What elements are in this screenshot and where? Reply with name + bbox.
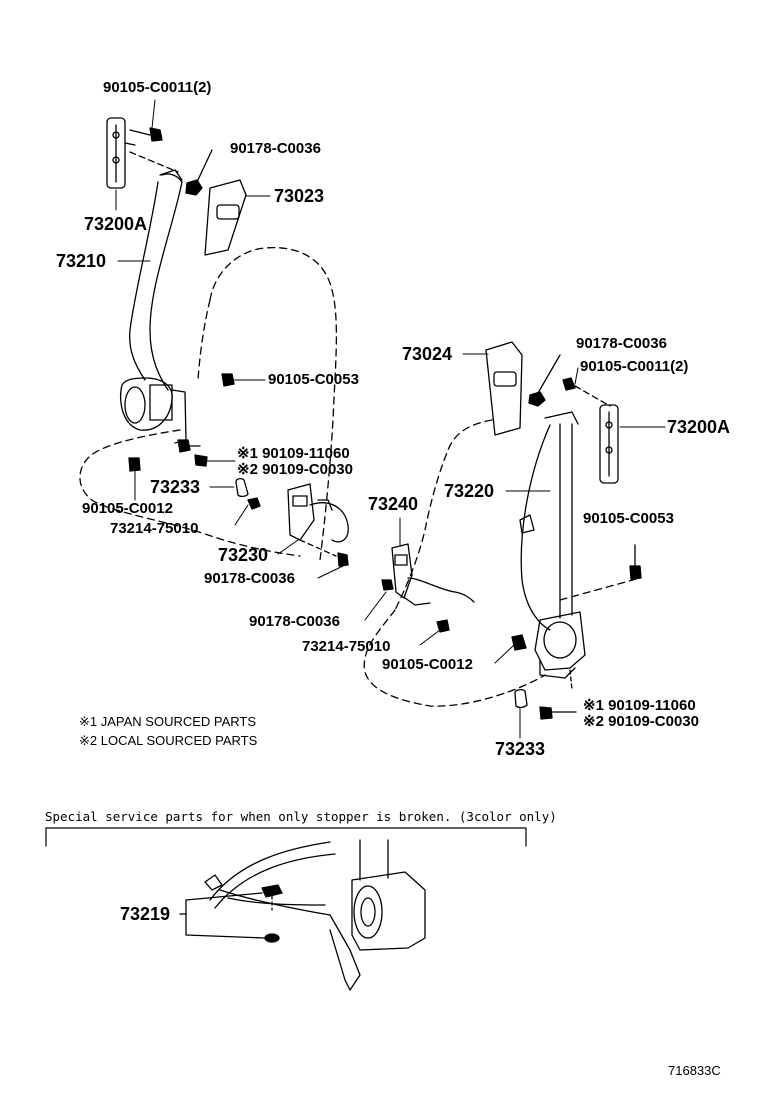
left-seat-outline [79,246,338,561]
part-label-90105-c0012-right: 90105-C0012 [382,656,473,673]
diagram-code: 716833C [668,1063,721,1078]
part-label-local-90109-c0030-right: ※2 90109-C0030 [583,713,699,730]
right-shoulder-anchor-adjuster [599,404,619,484]
stopper-illustration [179,839,426,991]
part-label-73233-right: 73233 [495,739,546,759]
left-belt-webbing [129,169,183,391]
part-label-japan-90109-11060-right: ※1 90109-11060 [583,697,696,714]
right-nut-90178 [528,354,611,407]
right-bolt-73233 [514,689,577,720]
part-label-73240: 73240 [368,494,419,514]
left-pillar-trim-73023 [204,179,247,256]
part-label-90105-c0012-left: 90105-C0012 [82,500,173,517]
left-nut-90178 [185,149,213,196]
left-shoulder-anchor-adjuster [106,117,126,189]
part-label-90105-c0011-right: 90105-C0011(2) [580,358,689,375]
right-seat-outline [363,419,641,707]
part-label-90105-c0053-right: 90105-C0053 [583,510,674,527]
right-pillar-trim-73024 [485,341,523,436]
part-label-73023: 73023 [274,186,325,206]
left-retractor [119,377,187,444]
part-label-73200a-right: 73200A [667,417,731,437]
part-label-japan-90109-11060-left: ※1 90109-11060 [237,445,350,462]
left-bolt-group [124,127,179,173]
right-belt-webbing [519,411,579,631]
service-note: Special service parts for when only stop… [45,809,557,824]
left-buckle-73230 [247,483,349,567]
part-label-90178-c0036-right: 90178-C0036 [576,335,667,352]
left-bolt-73233 [128,373,249,498]
note-local-sourced: ※2 LOCAL SOURCED PARTS [79,733,258,748]
part-label-73214-75010-left: 73214-75010 [110,520,199,537]
right-retractor [511,544,642,691]
part-label-90105-c0053-left: 90105-C0053 [268,371,359,388]
part-label-73200a-left: 73200A [84,214,148,234]
right-buckle-73240 [381,543,475,633]
part-label-73220: 73220 [444,481,495,501]
part-label-73219: 73219 [120,904,171,924]
note-japan-sourced: ※1 JAPAN SOURCED PARTS [79,714,257,729]
part-label-73214-75010-center: 73214-75010 [302,638,391,655]
part-label-73024: 73024 [402,344,453,364]
service-bracket [45,827,527,847]
part-label-90105-c0011-top: 90105-C0011(2) [103,79,212,96]
part-label-90178-c0036-left-bottom: 90178-C0036 [204,570,295,587]
part-label-73230: 73230 [218,545,269,565]
part-label-73233-left: 73233 [150,477,201,497]
part-label-90178-c0036-center: 90178-C0036 [249,613,340,630]
part-label-73210: 73210 [56,251,107,271]
part-label-local-90109-c0030-left: ※2 90109-C0030 [237,461,353,478]
part-label-90178-c0036-top: 90178-C0036 [230,140,321,157]
leader-lines [115,99,666,739]
